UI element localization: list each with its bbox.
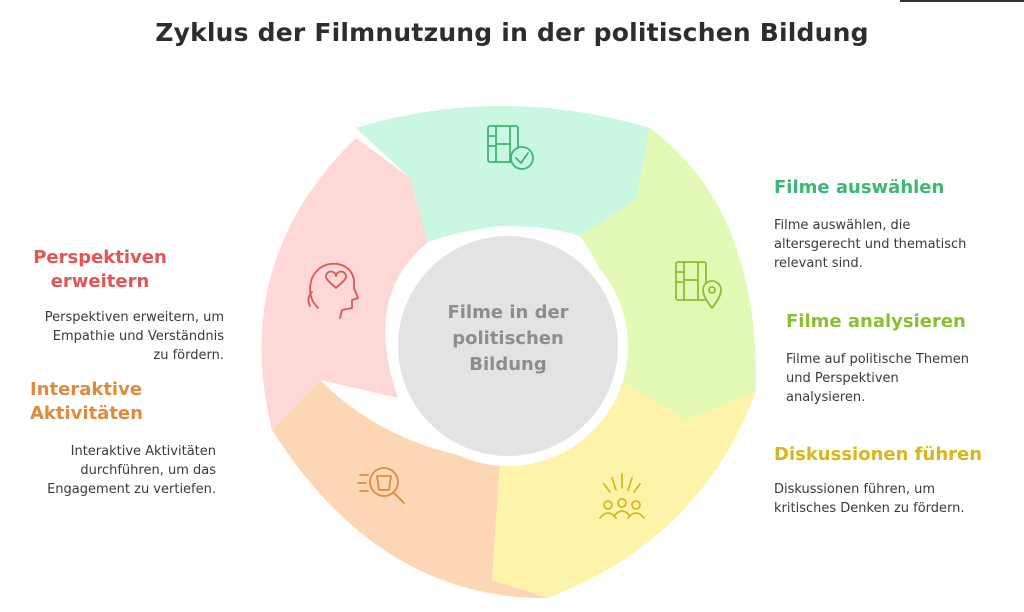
label-interaktive-title: Interaktive Aktivitäten — [30, 378, 143, 426]
desc-line: Engagement zu vertiefen. — [47, 482, 216, 497]
group-celebration-icon — [599, 473, 645, 519]
label-diskussionen-desc: Diskussionen führen, um kritisches Denke… — [774, 480, 965, 518]
label-filme-analysieren-title: Filme analysieren — [786, 311, 966, 332]
label-perspektiven-title: Perspektiven erweitern — [30, 246, 170, 294]
title-line: Interaktive — [30, 379, 143, 400]
desc-line: durchführen, um das — [80, 463, 216, 478]
cup-search-icon — [357, 467, 405, 504]
film-check-icon — [487, 125, 534, 170]
desc-line: Filme auswählen, die — [774, 218, 911, 233]
center-label-line-2: politischen — [452, 328, 564, 349]
desc-line: relevant sind. — [774, 256, 863, 271]
segment-interaktive-aktivitaeten — [272, 380, 548, 599]
center-label-line-3: Bildung — [469, 354, 547, 375]
film-location-icon — [675, 261, 722, 309]
top-divider — [900, 0, 1024, 2]
segment-diskussionen-fuehren — [492, 380, 756, 598]
head-heart-icon — [307, 262, 359, 319]
desc-line: altersgerecht und thematisch — [774, 237, 967, 252]
center-label: Filme in der politischen Bildung — [418, 300, 598, 378]
center-circle — [398, 236, 618, 456]
label-perspektiven-desc: Perspektiven erweitern, um Empathie und … — [20, 308, 224, 365]
desc-line: Filme auf politische Themen — [786, 352, 969, 367]
label-filme-analysieren-desc: Filme auf politische Themen und Perspekt… — [786, 350, 969, 407]
label-interaktive-desc: Interaktive Aktivitäten durchführen, um … — [20, 442, 216, 499]
desc-line: und Perspektiven — [786, 371, 899, 386]
page-title: Zyklus der Filmnutzung in der politische… — [155, 18, 869, 47]
segment-filme-auswaehlen — [356, 106, 650, 242]
desc-line: Perspektiven erweitern, um — [44, 310, 224, 325]
center-label-line-1: Filme in der — [447, 302, 569, 323]
title-line: Aktivitäten — [30, 403, 143, 424]
desc-line: Diskussionen führen, um — [774, 482, 936, 497]
label-diskussionen-title: Diskussionen führen — [774, 444, 983, 465]
desc-line: analysieren. — [786, 390, 866, 405]
segment-perspektiven-erweitern — [261, 138, 428, 430]
desc-line: kritisches Denken zu fördern. — [774, 501, 965, 516]
title-line: erweitern — [50, 271, 150, 292]
desc-line: Interaktive Aktivitäten — [70, 444, 216, 459]
desc-line: Empathie und Verständnis — [52, 329, 224, 344]
label-filme-auswaehlen-desc: Filme auswählen, die altersgerecht und t… — [774, 216, 966, 273]
label-filme-auswaehlen-title: Filme auswählen — [774, 177, 945, 198]
title-line: Perspektiven — [33, 247, 167, 268]
desc-line: zu fördern. — [153, 348, 224, 363]
